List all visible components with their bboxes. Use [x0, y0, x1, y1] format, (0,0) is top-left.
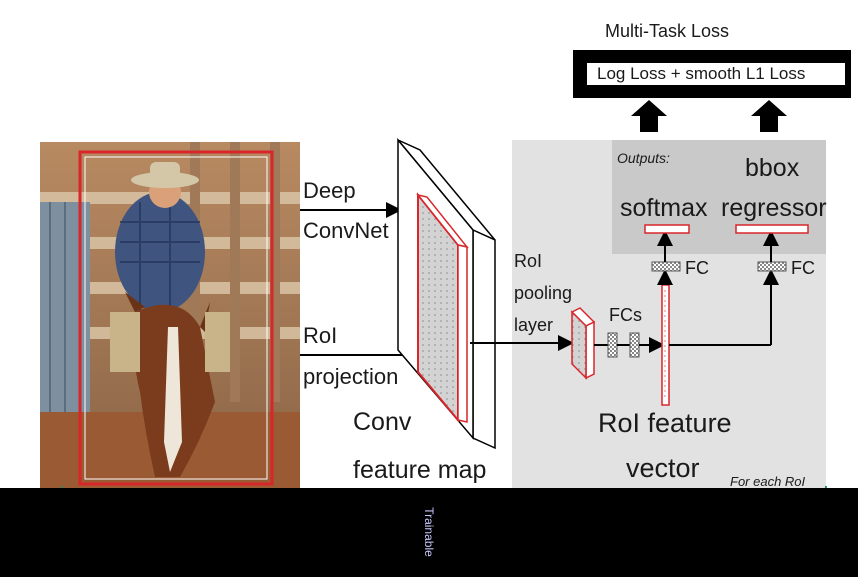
- conv-label: Conv: [353, 408, 412, 436]
- regressor-label: regressor: [721, 194, 827, 222]
- bbox-output-bar: [735, 224, 809, 234]
- feature-map-label: feature map: [353, 456, 487, 484]
- fc-right-block: [757, 261, 787, 272]
- fcs-label: FCs: [609, 305, 642, 325]
- bbox-label: bbox: [745, 154, 800, 182]
- convnet-label: ConvNet: [303, 218, 389, 243]
- multi-task-loss-title: Multi-Task Loss: [605, 21, 730, 41]
- roi-pooling-block: [570, 307, 596, 380]
- up-arrow-icon: [631, 100, 667, 132]
- roi-feature-label: RoI feature: [598, 408, 732, 438]
- fc-right-label: FC: [791, 258, 815, 278]
- fc-block: [629, 332, 640, 358]
- for-each-roi-label: For each RoI: [730, 474, 806, 489]
- outputs-panel: [612, 140, 826, 254]
- deep-label: Deep: [303, 178, 356, 203]
- softmax-label: softmax: [620, 194, 708, 222]
- loss-box: Log Loss + smooth L1 Loss: [573, 50, 851, 98]
- roi-label: RoI: [303, 323, 338, 348]
- conv-feature-map: [397, 137, 496, 450]
- outputs-label: Outputs:: [617, 150, 670, 166]
- input-image: [40, 142, 300, 488]
- vector-label: vector: [626, 453, 700, 483]
- softmax-output-bar: [644, 224, 690, 234]
- fc-left-label: FC: [685, 258, 709, 278]
- trainable-label: Trainable: [422, 507, 436, 557]
- roi-pooling-label-1: RoI: [514, 251, 543, 271]
- fc-left-block: [651, 261, 681, 272]
- loss-formula: Log Loss + smooth L1 Loss: [587, 63, 845, 85]
- bottom-bar: [0, 488, 858, 577]
- fc-block: [607, 332, 618, 358]
- roi-pooling-label-3: layer: [514, 315, 554, 335]
- roi-pooling-label-2: pooling: [514, 283, 573, 303]
- up-arrow-icon: [751, 100, 787, 132]
- projection-label: projection: [303, 364, 399, 389]
